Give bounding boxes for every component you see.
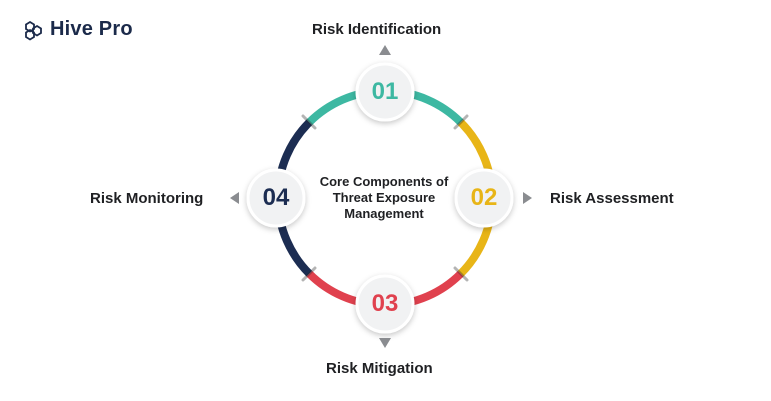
brand-logo: Hive Pro bbox=[24, 18, 133, 41]
right-triangle-icon bbox=[523, 192, 532, 204]
up-triangle-icon bbox=[379, 45, 391, 55]
step-label-monitoring: Risk Monitoring bbox=[90, 190, 204, 207]
brand-name: Hive Pro bbox=[50, 18, 133, 40]
hive-pro-hexagon-logo-icon bbox=[25, 20, 42, 41]
diagram-title-line-2: Threat Exposure bbox=[332, 190, 436, 205]
diagram-title-line-3: Management bbox=[344, 206, 424, 221]
node-circle-03 bbox=[355, 274, 415, 334]
step-label-identification: Risk Identification bbox=[312, 21, 442, 38]
step-label-mitigation: Risk Mitigation bbox=[326, 360, 433, 377]
left-triangle-icon bbox=[230, 192, 239, 204]
diagram-title: Core Components of Threat Exposure Manag… bbox=[296, 174, 472, 222]
diagram-title-line-1: Core Components of bbox=[319, 174, 449, 189]
step-number-04: 04 bbox=[262, 184, 290, 211]
node-circle-02 bbox=[454, 168, 514, 228]
step-number-01: 01 bbox=[371, 78, 399, 105]
step-label-assessment: Risk Assessment bbox=[550, 190, 674, 207]
step-number-03: 03 bbox=[371, 290, 399, 317]
down-triangle-icon bbox=[379, 338, 391, 348]
node-circle-04 bbox=[246, 168, 306, 228]
step-number-02: 02 bbox=[470, 184, 498, 211]
node-circle-01 bbox=[355, 62, 415, 122]
